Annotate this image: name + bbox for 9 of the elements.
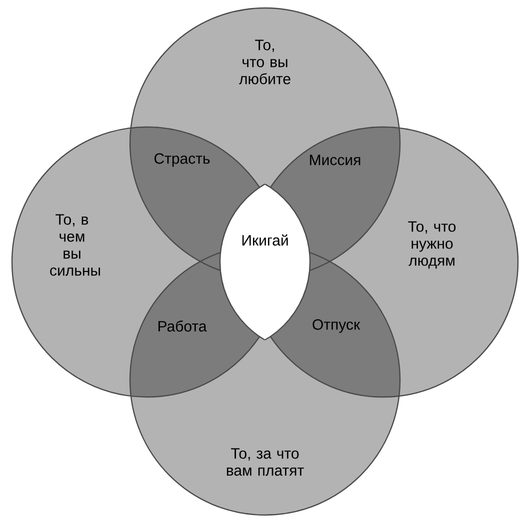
circle-label: То, в чем вы сильны xyxy=(50,214,100,276)
region-label: Икигай xyxy=(242,234,288,246)
region-label: Отпуск xyxy=(312,319,360,333)
circle-label: То, что нужно людям xyxy=(408,221,456,269)
region-label: Страсть xyxy=(154,153,210,167)
region-label: Миссия xyxy=(310,154,360,166)
circle-label: То, за что вам платят xyxy=(226,448,304,476)
region-label: Работа xyxy=(158,320,207,332)
circle-label: То, что вы любите xyxy=(239,40,290,84)
